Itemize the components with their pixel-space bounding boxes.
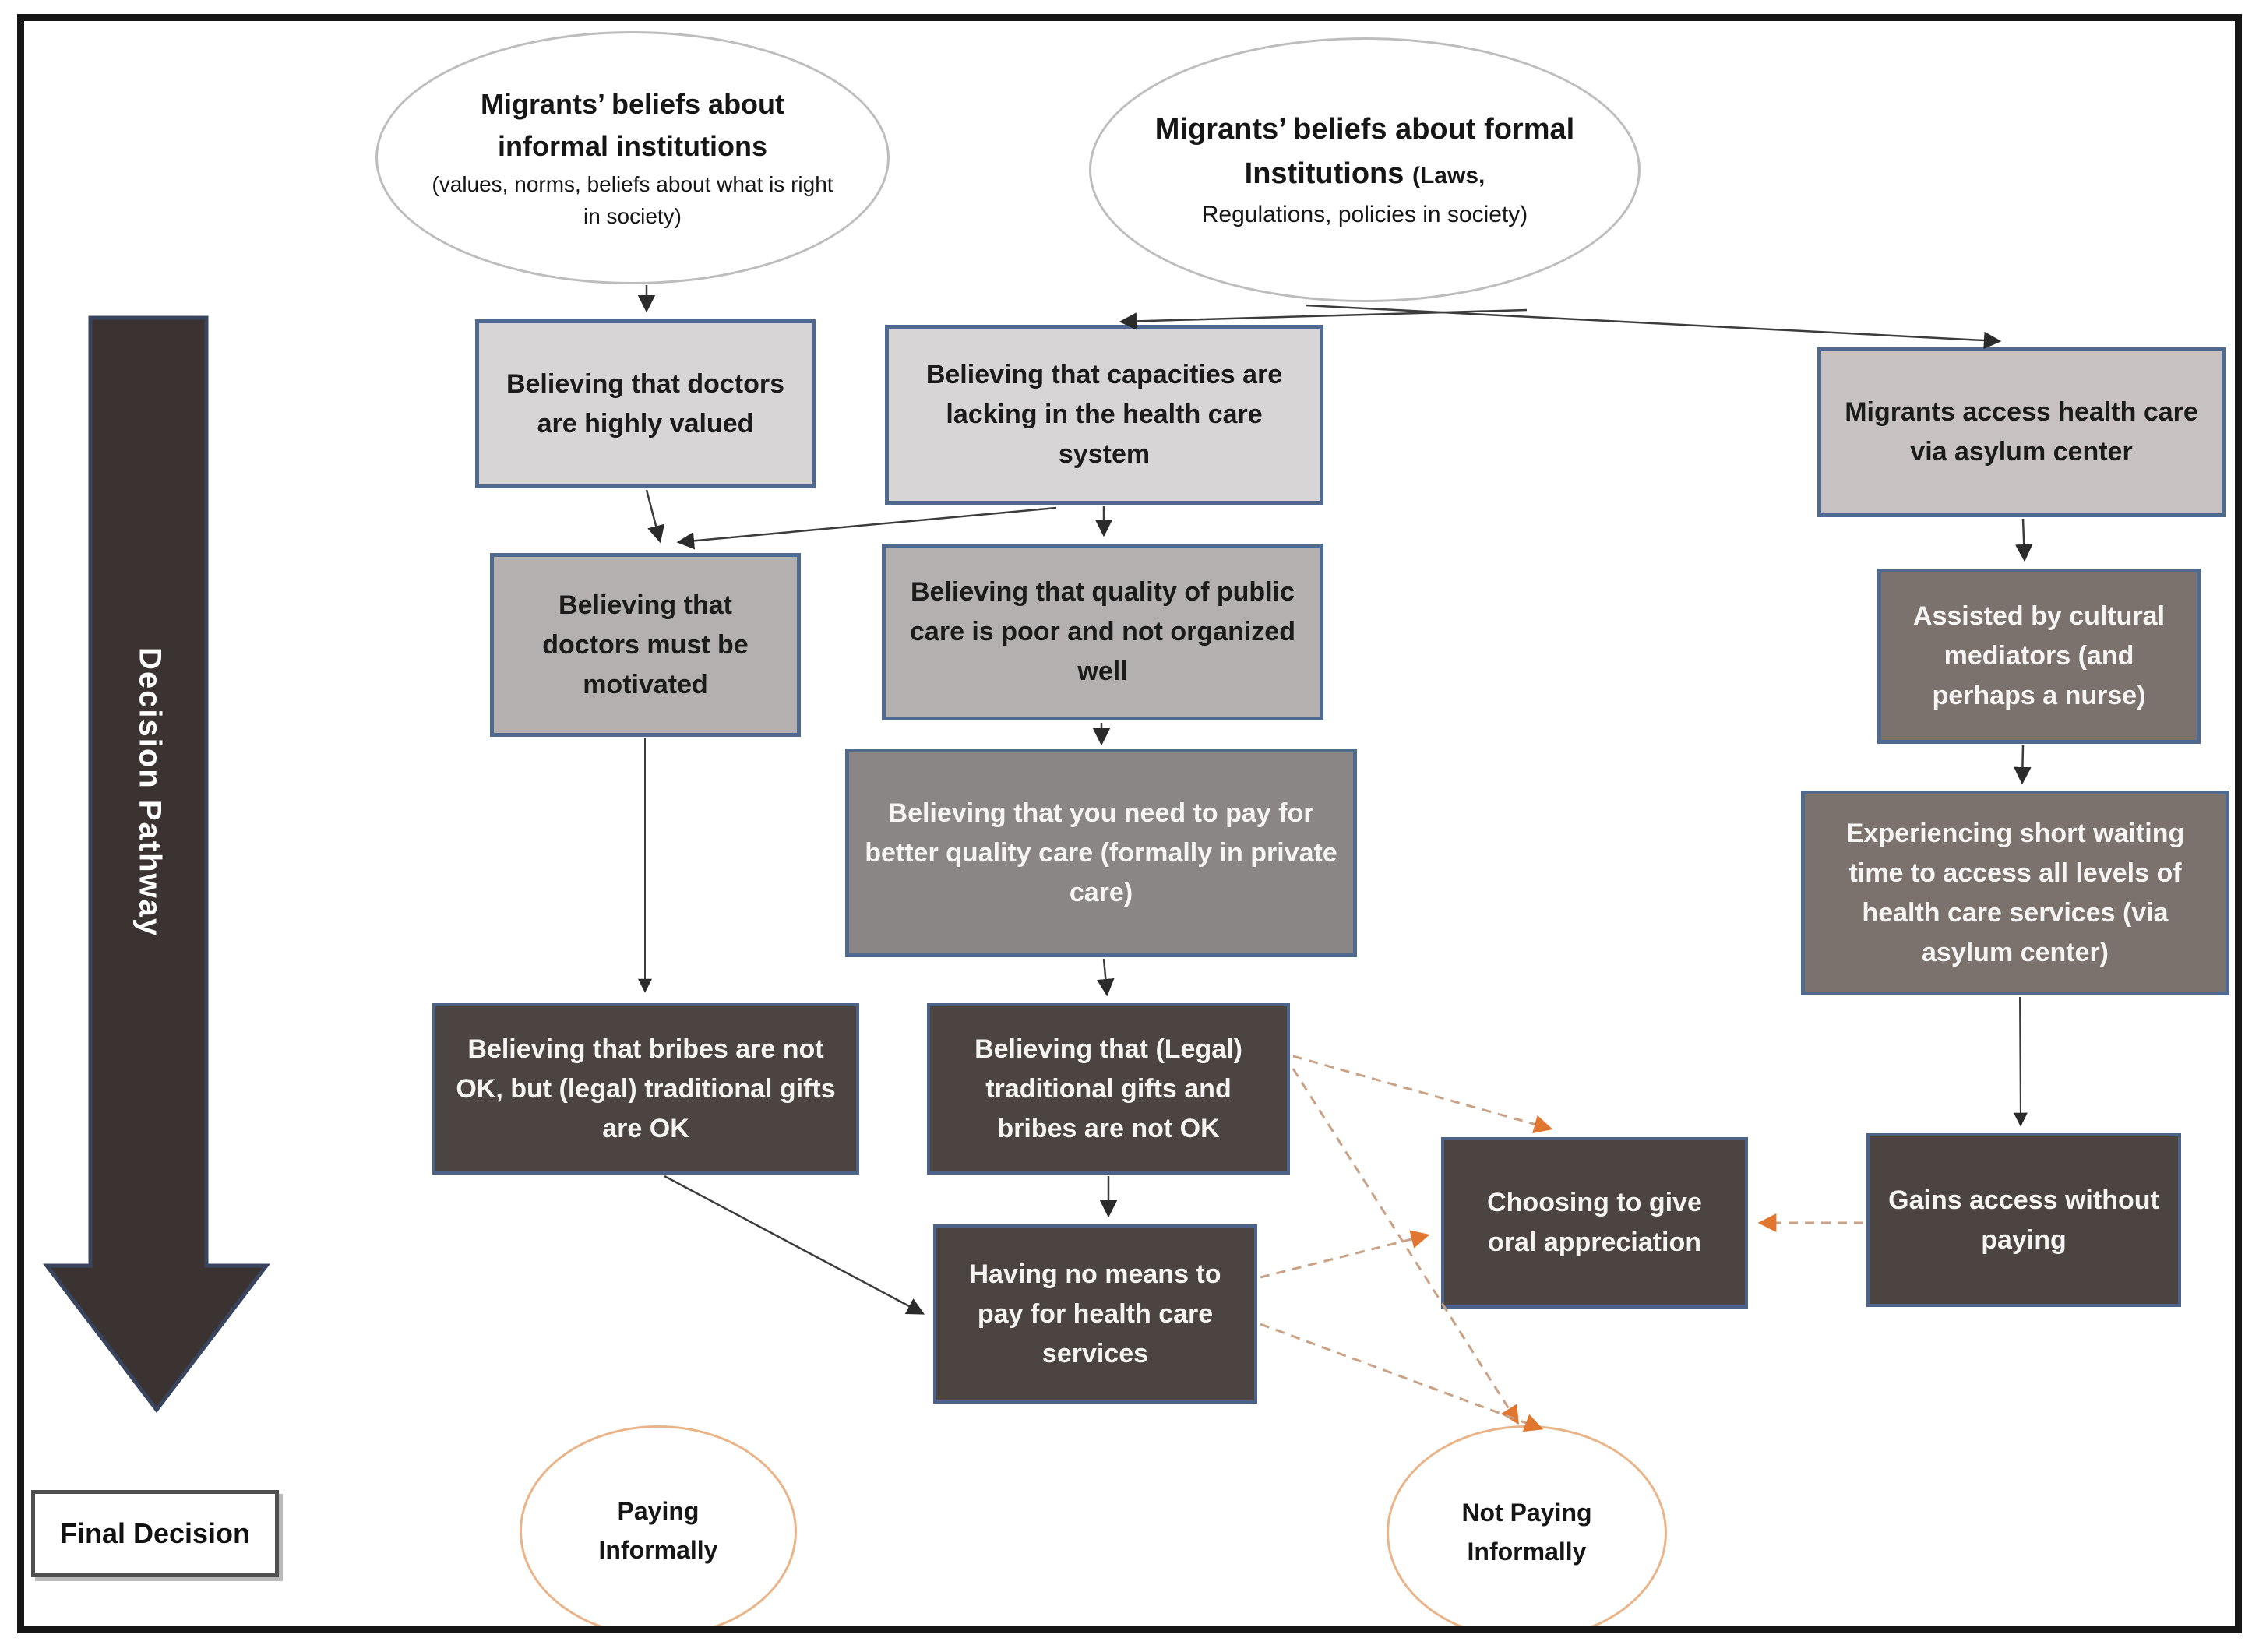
node-label: Believing that capacities are lacking in…	[925, 360, 1283, 469]
edge-no-means-to-not-paying	[1260, 1323, 1544, 1432]
diagram-stage: Migrants’ beliefs about informal institu…	[24, 21, 2235, 1626]
edge-formal-to-capacities	[1119, 308, 1528, 330]
node-label: Experiencing short waiting time to acces…	[1845, 818, 2185, 967]
node-choosing-oral-appreciation: Choosing to give oral appreciation	[1441, 1137, 1748, 1309]
node-quality-of-public-care-poor: Believing that quality of public care is…	[882, 544, 1323, 720]
ellipse-not-paying-line1: Not Paying	[1461, 1499, 1592, 1527]
node-label: Believing that bribes are not OK, but (l…	[456, 1034, 836, 1143]
node-no-means-to-pay: Having no means to pay for health care s…	[933, 1224, 1257, 1404]
node-label: Choosing to give oral appreciation	[1487, 1188, 1702, 1257]
ellipse-informal-subtitle: (values, norms, beliefs about what is ri…	[432, 171, 833, 228]
ellipse-formal-subtitle: Regulations, policies in society)	[1201, 202, 1528, 228]
node-label: Migrants access health care via asylum c…	[1845, 397, 2198, 467]
edge-doctors-valued-to-motivated	[645, 489, 665, 544]
ellipse-informal-title: Migrants’ beliefs about informal institu…	[480, 87, 785, 162]
edge-asylum-access-to-mediators	[2015, 518, 2033, 562]
node-doctors-highly-valued: Believing that doctors are highly valued	[475, 319, 816, 488]
edge-short-waiting-to-gains-access	[2013, 996, 2028, 1127]
node-label: Believing that quality of public care is…	[910, 577, 1295, 686]
ellipse-not-paying-informally: Not Paying Informally	[1387, 1425, 1667, 1626]
ellipse-paying-informally: Paying Informally	[520, 1425, 797, 1626]
node-label: Believing that doctors must be motivated	[542, 590, 749, 699]
node-label: Having no means to pay for health care s…	[969, 1259, 1221, 1368]
node-asylum-access: Migrants access health care via asylum c…	[1817, 347, 2226, 517]
ellipse-formal-title-suffix: (Laws,	[1411, 163, 1485, 189]
edge-capacities-to-motivated	[676, 506, 1057, 550]
node-capacities-lacking: Believing that capacities are lacking in…	[885, 325, 1323, 505]
final-decision-box: Final Decision	[31, 1490, 279, 1577]
node-label: Assisted by cultural mediators (and perh…	[1912, 601, 2166, 710]
node-need-to-pay-for-quality: Believing that you need to pay for bette…	[845, 749, 1357, 957]
ellipse-informal-institutions: Migrants’ beliefs about informal institu…	[375, 31, 890, 284]
ellipse-formal-title-text: Migrants’ beliefs about formal Instituti…	[1154, 113, 1575, 191]
edge-need-to-pay-to-gifts-bribes-not-ok	[1097, 958, 1115, 997]
node-label: Believing that (Legal) traditional gifts…	[974, 1034, 1242, 1143]
edge-bribes-not-ok-to-no-means	[664, 1175, 925, 1315]
diagram-frame: Migrants’ beliefs about informal institu…	[17, 14, 2242, 1633]
edge-no-means-to-oral-appreciation	[1260, 1230, 1430, 1279]
node-cultural-mediators: Assisted by cultural mediators (and perh…	[1877, 569, 2201, 744]
edge-gifts-not-ok-to-oral-appreciation	[1292, 1055, 1553, 1134]
node-label: Believing that you need to pay for bette…	[865, 798, 1337, 907]
node-gifts-and-bribes-not-ok: Believing that (Legal) traditional gifts…	[927, 1003, 1290, 1175]
final-decision-label: Final Decision	[59, 1517, 251, 1549]
node-label: Gains access without paying	[1888, 1185, 2159, 1255]
edge-formal-to-asylum-access	[1305, 304, 2002, 350]
ellipse-not-paying-line2: Informally	[1467, 1538, 1587, 1566]
node-bribes-not-ok-gifts-ok: Believing that bribes are not OK, but (l…	[432, 1003, 859, 1175]
ellipse-formal-title: Migrants’ beliefs about formal Instituti…	[1137, 107, 1593, 196]
edge-mediators-to-short-waiting	[2014, 745, 2032, 785]
ellipse-paying-line1: Paying	[617, 1497, 700, 1526]
node-gains-access-without-paying: Gains access without paying	[1866, 1133, 2181, 1307]
decision-pathway-label: Decision Pathway	[132, 647, 167, 938]
node-doctors-must-be-motivated: Believing that doctors must be motivated	[490, 553, 801, 737]
ellipse-paying-line2: Informally	[598, 1536, 718, 1564]
node-label: Believing that doctors are highly valued	[506, 368, 785, 439]
ellipse-formal-institutions: Migrants’ beliefs about formal Instituti…	[1089, 37, 1641, 302]
node-short-waiting-time: Experiencing short waiting time to acces…	[1801, 791, 2229, 995]
